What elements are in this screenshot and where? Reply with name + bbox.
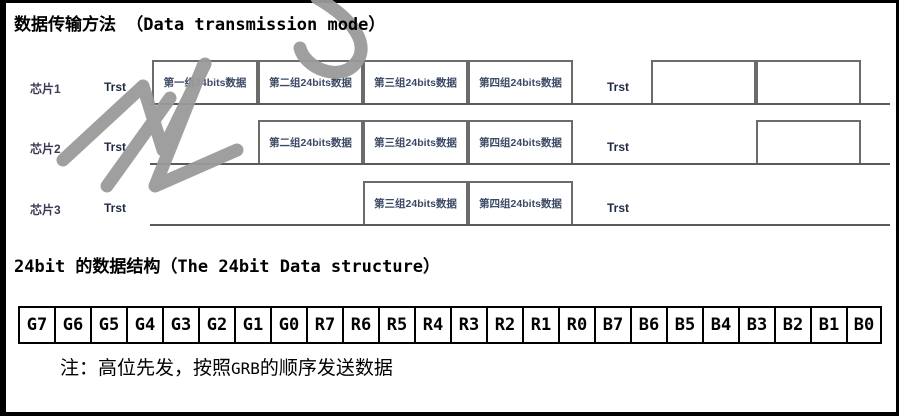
empty-pulse-box — [651, 60, 756, 103]
bit-cell: B7 — [594, 306, 630, 344]
bit-cell: R1 — [522, 306, 558, 344]
page-border-top — [0, 0, 899, 3]
note-prefix: 注：高位先发，按照 — [60, 358, 232, 379]
bit-cell: G1 — [234, 306, 270, 344]
empty-pulse-box — [756, 60, 861, 103]
bit-cell: B6 — [630, 306, 666, 344]
chip-label-3: 芯片3 — [30, 203, 61, 217]
bit-cell: G6 — [54, 306, 90, 344]
data-pulse-box: 第三组24bits数据 — [363, 60, 468, 103]
bit-cell: R3 — [450, 306, 486, 344]
chip-label-2: 芯片2 — [30, 142, 61, 156]
data-pulse-box: 第二组24bits数据 — [258, 60, 363, 103]
bit-cell: G7 — [18, 306, 54, 344]
bit-cell: R4 — [414, 306, 450, 344]
data-pulse-box: 第三组24bits数据 — [363, 120, 468, 163]
bit-cell: R0 — [558, 306, 594, 344]
bit-cell: B3 — [738, 306, 774, 344]
bit-cell: B4 — [702, 306, 738, 344]
bit-cell: G0 — [270, 306, 306, 344]
data-pulse-box: 第二组24bits数据 — [258, 120, 363, 163]
data-pulse-box: 第四组24bits数据 — [468, 60, 573, 103]
data-pulse-box: 第一组24bits数据 — [152, 60, 258, 103]
timing-baseline — [150, 103, 890, 105]
note-suffix: 的顺序发送数据 — [259, 358, 393, 379]
page-border-left — [0, 0, 6, 416]
bit-cell: G3 — [162, 306, 198, 344]
trst-label: Trst — [104, 201, 127, 215]
note-text: 注：高位先发，按照GRB的顺序发送数据 — [60, 353, 393, 380]
page-border-bottom — [0, 412, 899, 416]
data-pulse-box: 第四组24bits数据 — [468, 120, 573, 163]
bit-cell: R5 — [378, 306, 414, 344]
bit-cell: B2 — [774, 306, 810, 344]
empty-pulse-box — [756, 120, 861, 163]
bit-cell: R2 — [486, 306, 522, 344]
section-title-structure: 24bit 的数据结构（The 24bit Data structure） — [14, 257, 441, 277]
trst-label: Trst — [607, 201, 630, 215]
bit-cell: G2 — [198, 306, 234, 344]
data-pulse-box: 第四组24bits数据 — [468, 181, 573, 224]
data-pulse-box: 第三组24bits数据 — [363, 181, 468, 224]
bit-cell: B1 — [810, 306, 846, 344]
bit-cell: R6 — [342, 306, 378, 344]
note-grb-order: GRB — [231, 359, 260, 378]
trst-label: Trst — [104, 80, 127, 94]
trst-label: Trst — [607, 80, 630, 94]
bit-cell: G4 — [126, 306, 162, 344]
timing-baseline — [150, 163, 890, 165]
trst-label: Trst — [104, 140, 127, 154]
trst-label: Trst — [607, 140, 630, 154]
bit-cell: R7 — [306, 306, 342, 344]
bit-cell: G5 — [90, 306, 126, 344]
bit-cell: B0 — [846, 306, 882, 344]
section-title-transmission: 数据传输方法 （Data transmission mode） — [14, 15, 386, 35]
chip-label-1: 芯片1 — [30, 82, 61, 96]
timing-baseline — [150, 224, 890, 226]
bit-cell: B5 — [666, 306, 702, 344]
page-border-right — [896, 0, 899, 416]
